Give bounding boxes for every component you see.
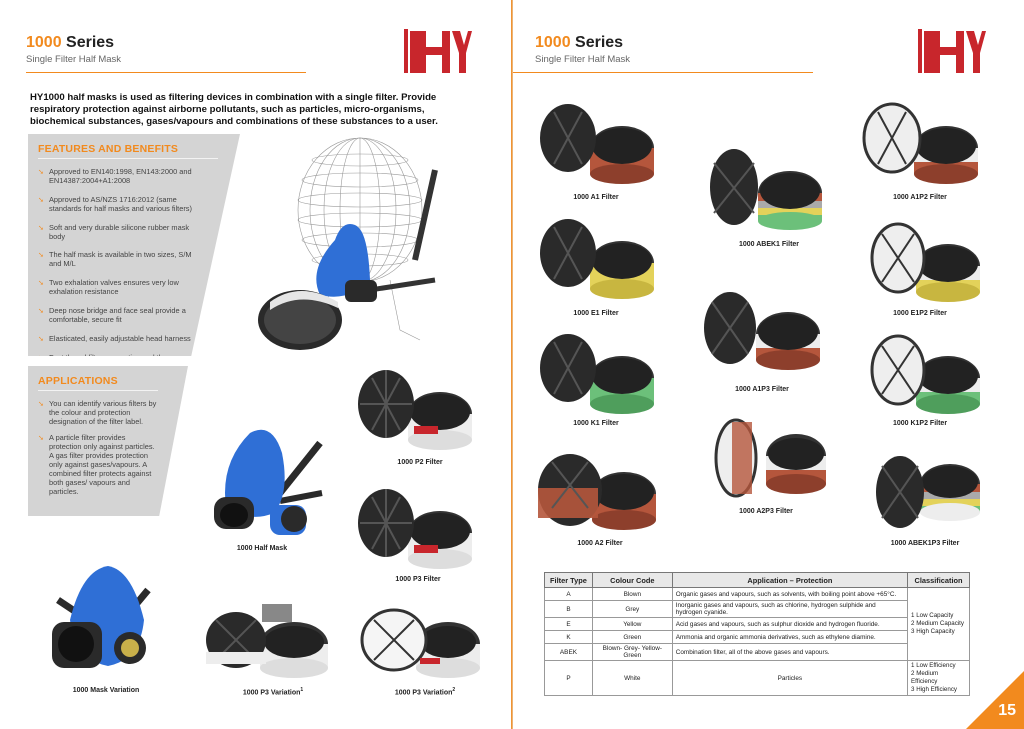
arrow-bullet-icon: ➘ [38, 307, 44, 315]
half-mask-caption: 1000 Half Mask [236, 545, 288, 552]
applications-title: APPLICATIONS [38, 375, 118, 387]
table-row: A Blown Organic gases and vapours, such … [544, 587, 970, 661]
feature-item: ➘Two exhalation valves ensures very low … [38, 278, 179, 297]
left-page: 1000 Series Single Filter Half Mask HY10… [0, 0, 511, 729]
p3-variation-2-caption: 1000 P3 Variation2 [394, 687, 456, 697]
particle-classification-cell: 1 Low Efficiency 2 Medium Efficiency 3 H… [907, 660, 970, 696]
page-spine [510, 0, 513, 729]
abek1-filter-image [710, 149, 822, 230]
series-word: Series [61, 34, 115, 51]
mask-variation-caption: 1000 Mask Variation [72, 687, 140, 694]
arrow-bullet-icon: ➘ [38, 335, 44, 343]
title-rule [513, 72, 813, 73]
applications-list: ➘You can identify various filters by the… [38, 399, 158, 503]
abek1p3-filter-image [876, 456, 980, 528]
e1p2-filter-image [870, 222, 980, 302]
arrow-bullet-icon: ➘ [38, 354, 44, 362]
e1-filter-image [540, 219, 654, 299]
p2-filter-image [358, 370, 472, 450]
p2-filter-caption: 1000 P2 Filter [397, 459, 443, 466]
abek1-filter-caption: 1000 ABEK1 Filter [738, 241, 800, 248]
header-filter-type: Filter Type [544, 572, 593, 588]
series-number: 1000 [26, 34, 62, 51]
arrow-bullet-icon: ➘ [38, 435, 44, 442]
arrow-bullet-icon: ➘ [38, 169, 44, 176]
arrow-bullet-icon: ➘ [38, 252, 44, 260]
applications-rule [38, 390, 158, 391]
p3-variation-1-image [206, 604, 328, 678]
a1-filter-caption: 1000 A1 Filter [573, 194, 619, 201]
k1-filter-caption: 1000 K1 Filter [573, 420, 619, 427]
applications-panel: APPLICATIONS ➘You can identify various f… [28, 366, 188, 516]
features-panel: FEATURES AND BENEFITS ➘Approved to EN140… [28, 134, 240, 356]
series-subtitle: Single Filter Half Mask [535, 54, 631, 65]
series-number: 1000 [535, 34, 571, 51]
table-header-row: Filter Type Colour Code Application – Pr… [544, 572, 970, 588]
application-item: ➘You can identify various filters by the… [38, 399, 157, 426]
a1-filter-image [540, 104, 654, 184]
feature-item: ➘Fast thread filter connection and the v… [38, 352, 167, 362]
p3-variation-1-caption: 1000 P3 Variation1 [242, 687, 304, 697]
a1p2-filter-caption: 1000 A1P2 Filter [893, 194, 947, 201]
series-subtitle: Single Filter Half Mask [26, 54, 122, 65]
table-row: B Grey Inorganic gases and vapours, such… [544, 600, 970, 618]
table-row: E Yellow Acid gases and vapours, such as… [544, 617, 970, 631]
arrow-bullet-icon: ➘ [38, 401, 44, 408]
page-number: 15 [998, 702, 1016, 719]
hy-logo [918, 29, 986, 73]
p3-variation-2-image [360, 608, 480, 678]
table-row: K Green Ammonia and organic ammonia deri… [544, 630, 970, 644]
p3-filter-caption: 1000 P3 Filter [395, 576, 441, 583]
k1-filter-image [540, 334, 654, 414]
features-list: ➘Approved to EN140:1998, EN143:2000 and … [38, 167, 193, 362]
e1p2-filter-caption: 1000 E1P2 Filter [893, 310, 947, 317]
mask-variation-image [52, 566, 151, 668]
arrow-bullet-icon: ➘ [38, 280, 44, 288]
series-title: 1000 Series [26, 34, 114, 52]
filter-type-table: Filter Type Colour Code Application – Pr… [544, 572, 970, 696]
intro-paragraph: HY1000 half masks is used as filtering d… [30, 92, 438, 127]
features-rule [38, 158, 218, 159]
feature-item: ➘Soft and very durable silicone rubber m… [38, 222, 190, 241]
header-colour-code: Colour Code [591, 572, 673, 588]
a1p3-filter-caption: 1000 A1P3 Filter [735, 386, 789, 393]
table-row: P White Particles 1 Low Efficiency 2 Med… [544, 660, 970, 696]
header-classification: Classification [907, 572, 970, 588]
feature-item: ➘Approved to EN140:1998, EN143:2000 and … [38, 167, 192, 185]
features-title: FEATURES AND BENEFITS [38, 143, 179, 155]
a2-filter-caption: 1000 A2 Filter [577, 540, 623, 547]
k1p2-filter-caption: 1000 K1P2 Filter [892, 420, 948, 427]
feature-item: ➘The half mask is available in two sizes… [38, 250, 192, 269]
header-application: Application – Protection [671, 572, 909, 588]
abek1p3-filter-caption: 1000 ABEK1P3 Filter [890, 540, 960, 547]
series-title: 1000 Series [535, 34, 623, 52]
a2-filter-image [538, 454, 656, 530]
gas-classification-cell: 1 Low Capacity 2 Medium Capacity 3 High … [907, 587, 970, 661]
feature-item: ➘Approved to AS/NZS 1716:2012 (same stan… [38, 194, 192, 213]
feature-item: ➘Deep nose bridge and face seal provide … [38, 305, 186, 324]
wireframe-head-illustration [258, 137, 438, 350]
arrow-bullet-icon: ➘ [38, 224, 44, 232]
hy-logo [404, 29, 472, 73]
title-rule [26, 72, 306, 73]
p3-filter-image [358, 489, 472, 569]
a1p3-filter-image [704, 292, 820, 370]
k1p2-filter-image [870, 334, 980, 414]
half-mask-image [214, 429, 323, 535]
feature-item: ➘Elasticated, easily adjustable head har… [38, 333, 191, 343]
application-item: ➘A particle filter provides protection o… [38, 433, 155, 496]
a1p2-filter-image [862, 102, 978, 184]
arrow-bullet-icon: ➘ [38, 196, 44, 204]
a2p3-filter-image [714, 418, 826, 498]
series-word: Series [570, 34, 624, 51]
page-number-corner [966, 671, 1024, 729]
e1-filter-caption: 1000 E1 Filter [573, 310, 619, 317]
a2p3-filter-caption: 1000 A2P3 Filter [739, 508, 793, 515]
table-row: ABEK Blown- Grey- Yellow- Green Combinat… [544, 643, 970, 661]
